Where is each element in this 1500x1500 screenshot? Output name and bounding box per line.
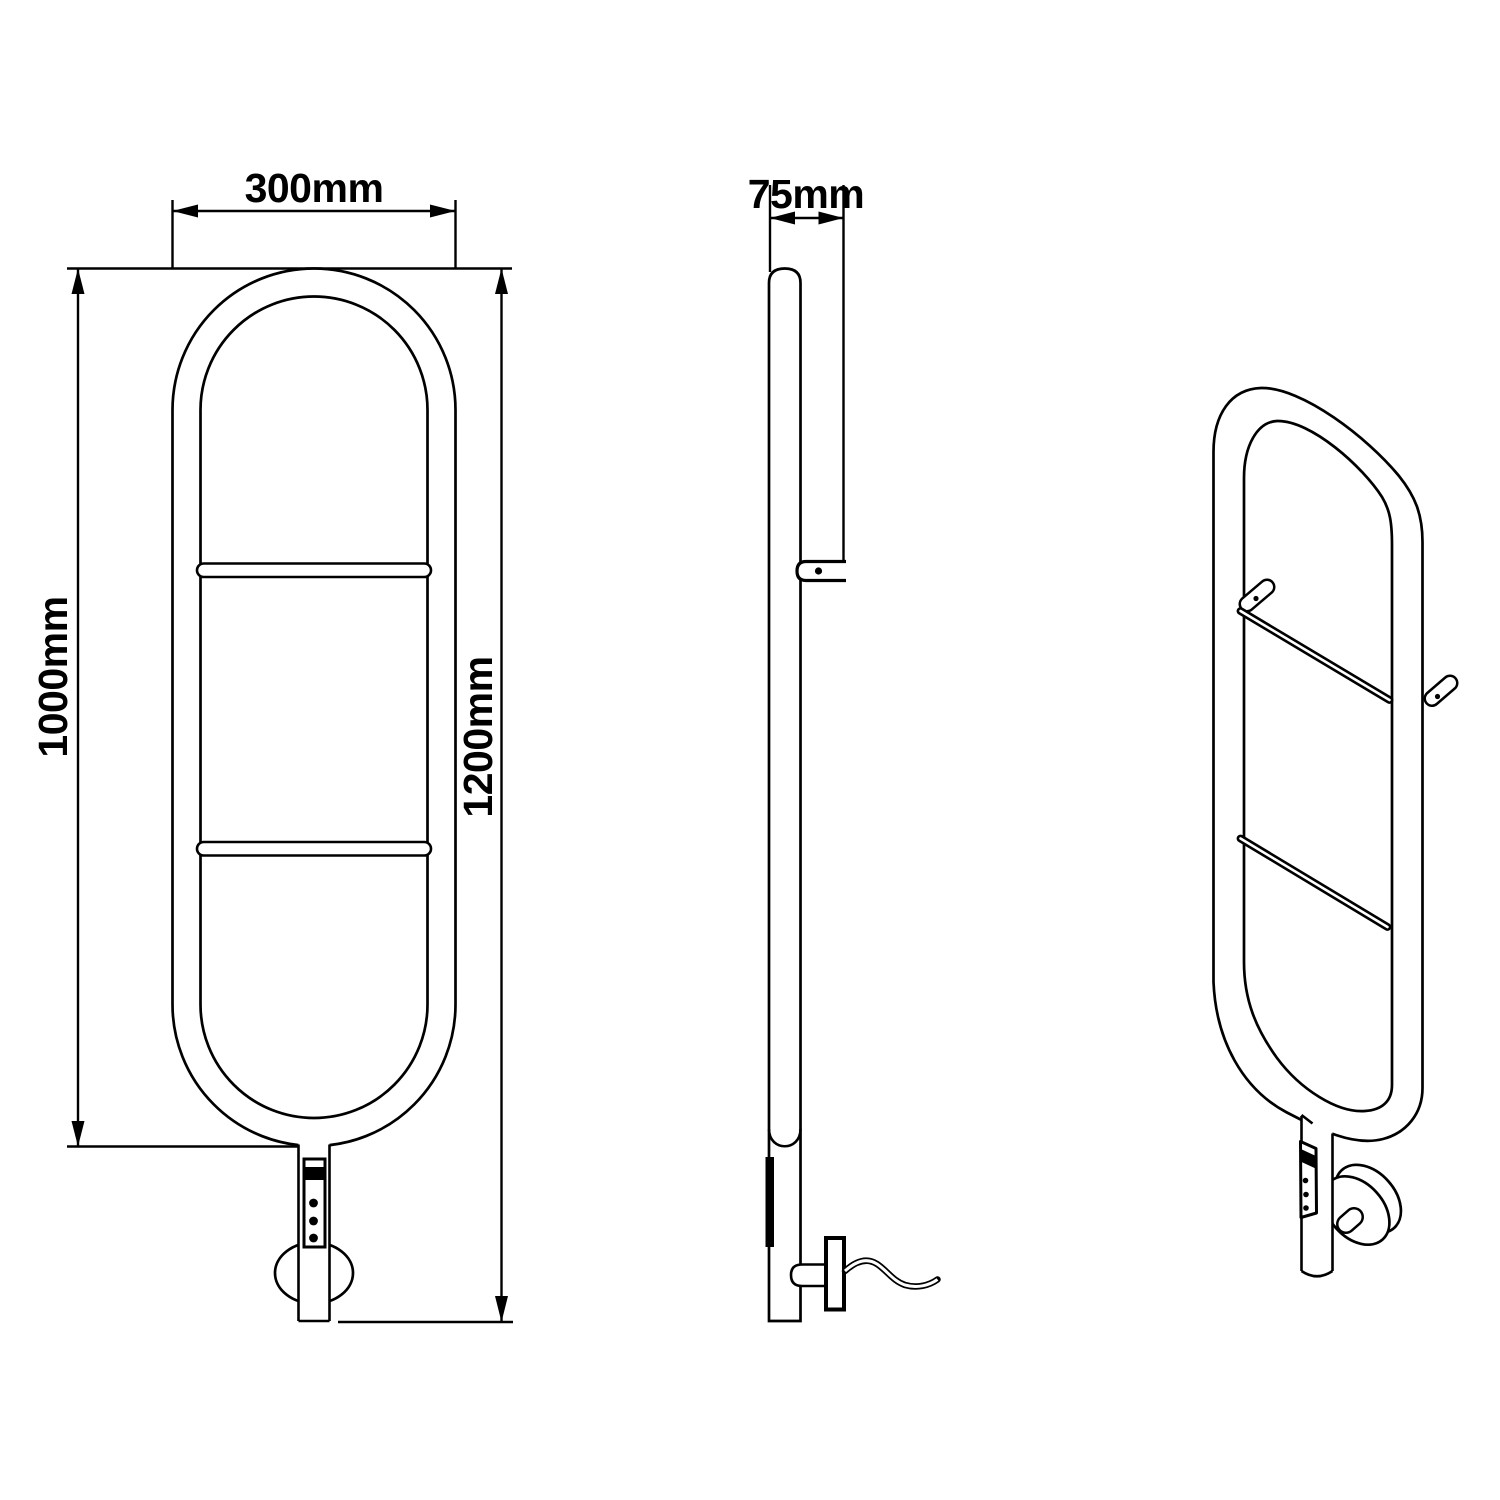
- control-button-icon: [1303, 1191, 1309, 1198]
- arrow-icon: [430, 204, 456, 218]
- arrow-icon: [495, 1296, 508, 1322]
- towel-bar-bottom-front: [195, 840, 433, 857]
- stem-perspective-top-edge: [1300, 1113, 1314, 1125]
- control-button-icon: [309, 1233, 318, 1243]
- peg-screw-icon: [1434, 693, 1441, 700]
- arrow-icon: [172, 204, 198, 218]
- frame-inner-perspective: [1242, 419, 1394, 1113]
- frame-inner-front: [199, 295, 429, 1120]
- arrow-icon: [71, 268, 85, 294]
- dim-frame-height-label: 1000mm: [30, 596, 76, 757]
- arrow-icon: [495, 268, 508, 294]
- rose-peg-perspective-fill: [1338, 1209, 1362, 1232]
- control-button-icon: [309, 1216, 318, 1226]
- front-view: 300mm 1000mm 1200mm: [30, 165, 513, 1324]
- control-display-front: [304, 1167, 325, 1180]
- peg-screw-icon: [1253, 595, 1259, 602]
- control-display-perspective: [1300, 1149, 1316, 1169]
- stem-perspective-bottom-edge: [1300, 1269, 1334, 1278]
- control-button-icon: [309, 1198, 318, 1208]
- side-view: 75mm: [748, 171, 941, 1323]
- power-cable: [841, 1257, 941, 1290]
- dim-total-height-label: 1200mm: [455, 656, 501, 817]
- mounting-peg-upper-fill: [1241, 581, 1273, 610]
- dim-depth-label: 75mm: [748, 171, 865, 217]
- bracket-screw-icon: [814, 567, 823, 575]
- control-button-icon: [1303, 1205, 1309, 1211]
- towel-bar-top-front: [195, 562, 433, 579]
- wall-plate-side: [824, 1236, 846, 1312]
- control-panel-side: [765, 1157, 774, 1247]
- arrow-icon: [770, 211, 795, 225]
- tube-end-cap-side: [767, 1128, 802, 1148]
- tube-profile-side: [767, 267, 802, 1323]
- dim-width-label: 300mm: [245, 165, 384, 211]
- power-cable-highlight: [843, 1259, 939, 1288]
- control-button-icon: [1302, 1177, 1309, 1184]
- arrow-icon: [818, 211, 844, 225]
- arrow-icon: [71, 1121, 85, 1147]
- towel-bar-top-perspective-fill: [1239, 609, 1391, 702]
- perspective-view: [1212, 386, 1459, 1278]
- towel-bar-bottom-perspective-fill: [1239, 837, 1389, 929]
